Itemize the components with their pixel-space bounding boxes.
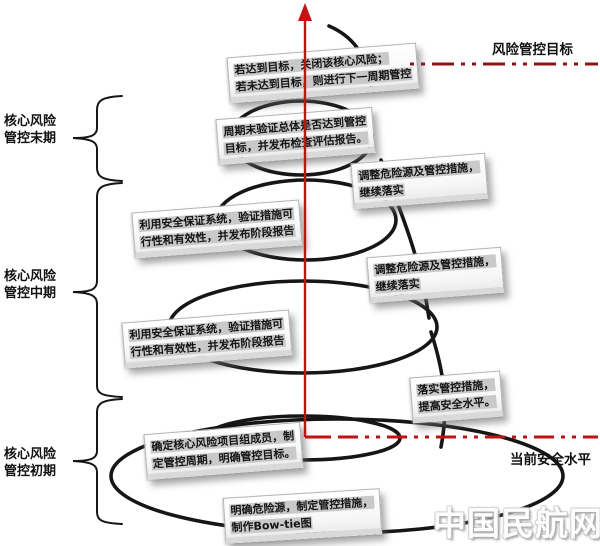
phase-label-text: 管控初期 [4,464,57,479]
step-text: 继续落实 [358,183,406,200]
step-text: 继续落实 [374,277,422,294]
step-box-implement-measures: 落实管控措施， 提高安全水平。 [409,370,504,424]
phase-brace-late [72,95,123,182]
phase-label-early: 核心风险 管控初期 [4,446,56,480]
phase-brace-mid [72,182,123,398]
watermark-logo: 中国民航网 [433,504,600,543]
phase-label-text: 核心风险 [4,114,57,129]
phase-label-text: 管控中期 [4,286,57,301]
step-text: 制作Bow-tie图 [230,516,314,535]
phase-brace-early [72,398,123,525]
goal-label: 风险管控目标 [492,42,573,58]
phase-label-late: 核心风险 管控末期 [4,113,56,147]
current-level-label: 当前安全水平 [510,452,591,468]
phase-label-text: 核心风险 [4,269,57,284]
phase-label-mid: 核心风险 管控中期 [4,268,56,302]
phase-label-text: 管控末期 [4,131,57,146]
step-text: 提高安全水平。 [417,394,497,415]
phase-label-text: 核心风险 [4,447,57,462]
phase-braces [72,95,123,525]
step-box-bowtie: 明确危险源，制定管控措施， 制作Bow-tie图 [222,488,383,544]
